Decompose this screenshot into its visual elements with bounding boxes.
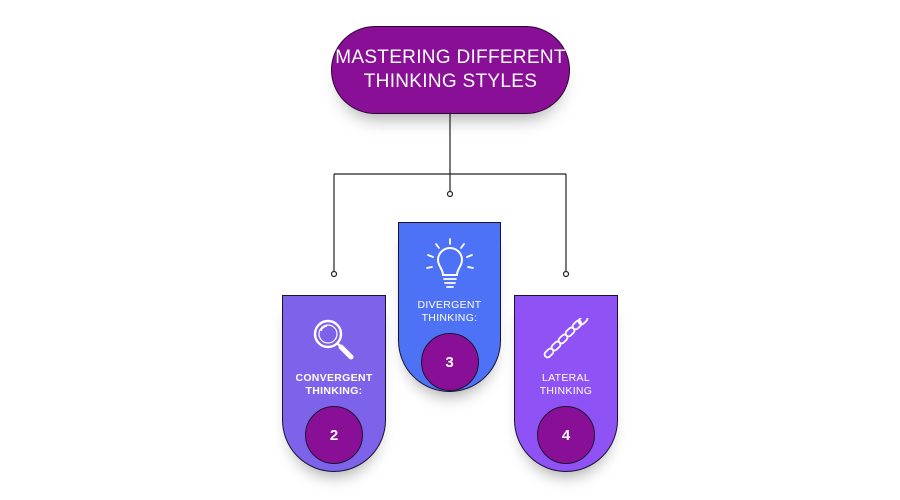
lightbulb-icon <box>425 238 474 288</box>
card-label: CONVERGENT THINKING: <box>283 372 385 398</box>
number-badge: 2 <box>305 406 363 464</box>
chain-link-icon <box>543 318 589 359</box>
number-badge: 3 <box>420 333 479 391</box>
magnifier-icon <box>313 319 354 360</box>
card-label-line-2: THINKING: <box>305 385 363 397</box>
card-label: DIVERGENT THINKING: <box>399 299 500 325</box>
card-label-line-2: THINKING: <box>421 312 478 324</box>
connector-dot-right <box>562 270 570 278</box>
card-label-line-1: CONVERGENT <box>295 372 373 384</box>
card-label-line-1: DIVERGENT <box>417 299 482 311</box>
card-label: LATERAL THINKING <box>515 372 617 398</box>
card-label-line-1: LATERAL <box>541 372 590 384</box>
title-line-1: MASTERING DIFFERENT <box>335 47 566 68</box>
number-badge: 4 <box>537 406 595 464</box>
title-line-2: THINKING STYLES <box>363 71 538 92</box>
connector-dot-left <box>330 270 338 278</box>
title-pill: MASTERING DIFFERENT THINKING STYLES <box>331 26 570 114</box>
card-convergent: CONVERGENT THINKING: 2 <box>282 295 386 472</box>
card-lateral: LATERAL THINKING 4 <box>514 295 618 472</box>
card-divergent: DIVERGENT THINKING: 3 <box>398 222 501 392</box>
card-label-line-2: THINKING <box>539 385 593 397</box>
connector-dot-center <box>446 190 454 198</box>
